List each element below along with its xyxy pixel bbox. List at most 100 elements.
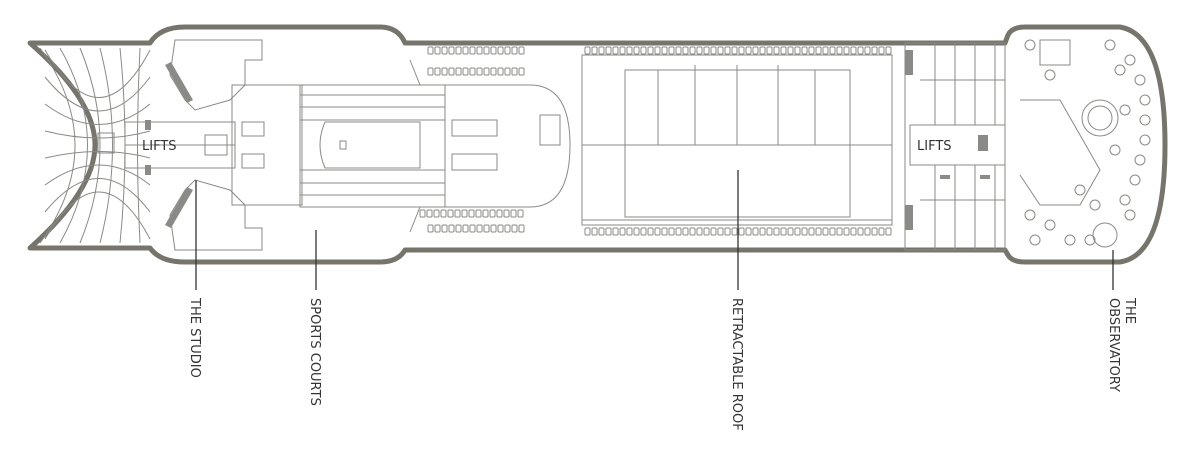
lounger [794, 46, 801, 55]
net-line [44, 76, 151, 112]
lounger [482, 209, 489, 218]
lounger [752, 227, 759, 236]
lounger [675, 227, 682, 236]
net-line [44, 151, 151, 159]
lounger [496, 209, 503, 218]
table [1139, 114, 1151, 126]
lounger [619, 46, 626, 55]
table [1124, 209, 1136, 221]
net-line [39, 47, 76, 244]
lounger [483, 67, 490, 76]
lounger [511, 67, 518, 76]
lounger [612, 46, 619, 55]
lounger [703, 227, 710, 236]
net-line [44, 49, 151, 98]
lounger [419, 209, 426, 218]
lounger [483, 46, 490, 55]
observatory-label-line1: THE [1122, 297, 1137, 324]
lounger [511, 46, 518, 55]
lounger [504, 67, 511, 76]
lounger [766, 227, 773, 236]
lounger [517, 209, 524, 218]
lounger [773, 46, 780, 55]
lounger [619, 227, 626, 236]
lounger [850, 227, 857, 236]
lounger [633, 227, 640, 236]
net-line [59, 47, 88, 244]
lounger [773, 227, 780, 236]
observatory-tables [1024, 39, 1151, 246]
net-line [44, 178, 151, 213]
lounger [455, 67, 462, 76]
retractable-roof-area [581, 54, 893, 226]
net-line [44, 130, 151, 139]
net-line [44, 164, 151, 186]
lifts-forward-label: LIFTS [142, 139, 177, 154]
lounger [780, 227, 787, 236]
lounger [591, 46, 598, 55]
lounger [731, 227, 738, 236]
lounger [440, 209, 447, 218]
lounger [518, 67, 525, 76]
observatory-label-line2: OBSERVATORY [1106, 298, 1121, 392]
deck-loungers [419, 46, 892, 236]
lounger [801, 46, 808, 55]
lounger [668, 46, 675, 55]
table [1104, 39, 1116, 51]
net-line [79, 47, 101, 244]
lounger [843, 227, 850, 236]
lounger [661, 227, 668, 236]
lounger [871, 227, 878, 236]
lounger [857, 46, 864, 55]
lounger [822, 227, 829, 236]
lounger [752, 46, 759, 55]
lounger [836, 46, 843, 55]
lounger [490, 224, 497, 233]
lounger [476, 224, 483, 233]
lounger [605, 227, 612, 236]
lounger [510, 209, 517, 218]
lounger [504, 46, 511, 55]
lounger [829, 227, 836, 236]
lounger [829, 46, 836, 55]
lounger [427, 67, 434, 76]
lounger [766, 46, 773, 55]
lounger [441, 67, 448, 76]
lounger [759, 227, 766, 236]
lounger [640, 227, 647, 236]
table [1124, 54, 1136, 66]
lounger [476, 46, 483, 55]
table [1114, 64, 1126, 76]
lounger [661, 46, 668, 55]
lounger [511, 224, 518, 233]
lounger [476, 67, 483, 76]
lounger [871, 46, 878, 55]
lounger [647, 227, 654, 236]
lounger [469, 224, 476, 233]
lounger [497, 224, 504, 233]
lounger [490, 46, 497, 55]
lounger [808, 227, 815, 236]
lounger [836, 227, 843, 236]
lounger [489, 209, 496, 218]
lounger [518, 46, 525, 55]
net-line [99, 47, 113, 244]
observatory-area [1019, 39, 1119, 248]
lounger [462, 67, 469, 76]
lounger [448, 46, 455, 55]
retractable-roof-label: RETRACTABLE ROOF [729, 298, 744, 431]
lounger [434, 67, 441, 76]
lounger [448, 67, 455, 76]
lounger [490, 67, 497, 76]
lounger [822, 46, 829, 55]
lounger [675, 46, 682, 55]
lounger [850, 46, 857, 55]
lifts-aft-label: LIFTS [917, 139, 952, 154]
lounger [682, 46, 689, 55]
lounger [503, 209, 510, 218]
lounger [696, 46, 703, 55]
lounger [461, 209, 468, 218]
lounger [469, 46, 476, 55]
lounger [717, 46, 724, 55]
